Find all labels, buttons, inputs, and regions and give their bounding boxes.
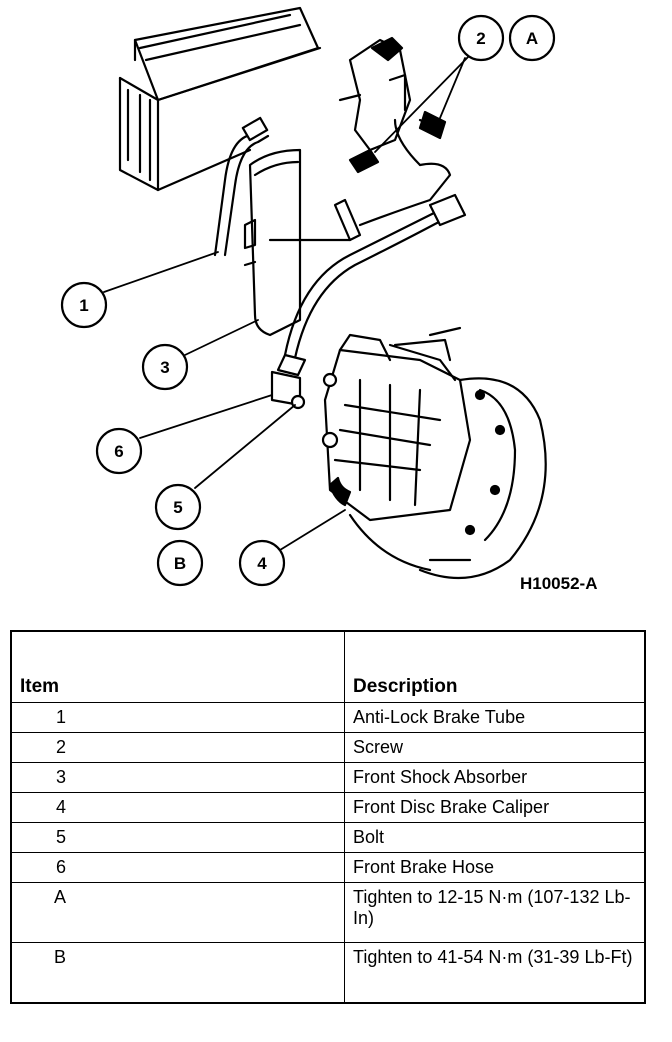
table-row: 2 Screw (10, 732, 646, 763)
table-row: B Tighten to 41-54 N·m (31-39 Lb-Ft) (10, 942, 646, 1003)
callout-3-label: 3 (160, 358, 169, 377)
brake-assembly-diagram: 1 2 3 4 5 6 A B (60, 6, 556, 587)
description-cell: Front Brake Hose (344, 852, 646, 883)
table-row: 6 Front Brake Hose (10, 852, 646, 883)
callout-a: A (508, 14, 556, 62)
screws (348, 110, 447, 174)
callout-4-label: 4 (257, 554, 267, 573)
description-cell: Front Shock Absorber (344, 762, 646, 793)
description-cell: Front Disc Brake Caliper (344, 792, 646, 823)
item-cell: 1 (10, 702, 345, 733)
table-row: A Tighten to 12-15 N·m (107-132 Lb-In) (10, 882, 646, 943)
item-cell: 6 (10, 852, 345, 883)
anti-lock-brake-tube (213, 116, 270, 257)
table-row: 4 Front Disc Brake Caliper (10, 792, 646, 823)
callout-6: 6 (95, 427, 143, 475)
item-cell: 3 (10, 762, 345, 793)
item-cell: 2 (10, 732, 345, 763)
callout-b: B (156, 539, 204, 587)
table-row: 3 Front Shock Absorber (10, 762, 646, 793)
leader-lines (103, 54, 471, 551)
item-column-header: Item (10, 630, 345, 703)
callouts: 1 2 3 4 5 6 A B (60, 14, 556, 587)
legend-table: Item Description 1 Anti-Lock Brake Tube … (10, 630, 646, 1004)
description-cell: Tighten to 12-15 N·m (107-132 Lb-In) (344, 882, 646, 943)
description-cell: Bolt (344, 822, 646, 853)
brake-hose-line (268, 118, 467, 377)
callout-5-label: 5 (173, 498, 182, 517)
shock-absorber (243, 148, 302, 337)
table-row: 1 Anti-Lock Brake Tube (10, 702, 646, 733)
description-cell: Anti-Lock Brake Tube (344, 702, 646, 733)
description-column-header: Description (344, 630, 646, 703)
table-row: 5 Bolt (10, 822, 646, 853)
legend-header-row: Item Description (10, 630, 646, 703)
callout-5: 5 (154, 483, 202, 531)
hose-bracket (270, 370, 306, 410)
callout-1: 1 (60, 281, 108, 329)
rotor-hub (348, 377, 547, 580)
callout-b-label: B (174, 554, 186, 573)
callout-6-label: 6 (114, 442, 123, 461)
item-cell: A (10, 882, 345, 943)
figure-id: H10052-A (520, 574, 598, 593)
callout-a-label: A (526, 29, 538, 48)
item-cell: B (10, 942, 345, 1003)
mounting-bracket (338, 36, 412, 152)
item-cell: 4 (10, 792, 345, 823)
disc-brake-caliper (321, 326, 472, 522)
frame-rail (118, 6, 322, 192)
callout-2-label: 2 (476, 29, 485, 48)
callout-3: 3 (141, 343, 189, 391)
item-cell: 5 (10, 822, 345, 853)
description-cell: Tighten to 41-54 N·m (31-39 Lb-Ft) (344, 942, 646, 1003)
callout-2: 2 (457, 14, 505, 62)
description-cell: Screw (344, 732, 646, 763)
callout-4: 4 (238, 539, 286, 587)
callout-1-label: 1 (79, 296, 88, 315)
